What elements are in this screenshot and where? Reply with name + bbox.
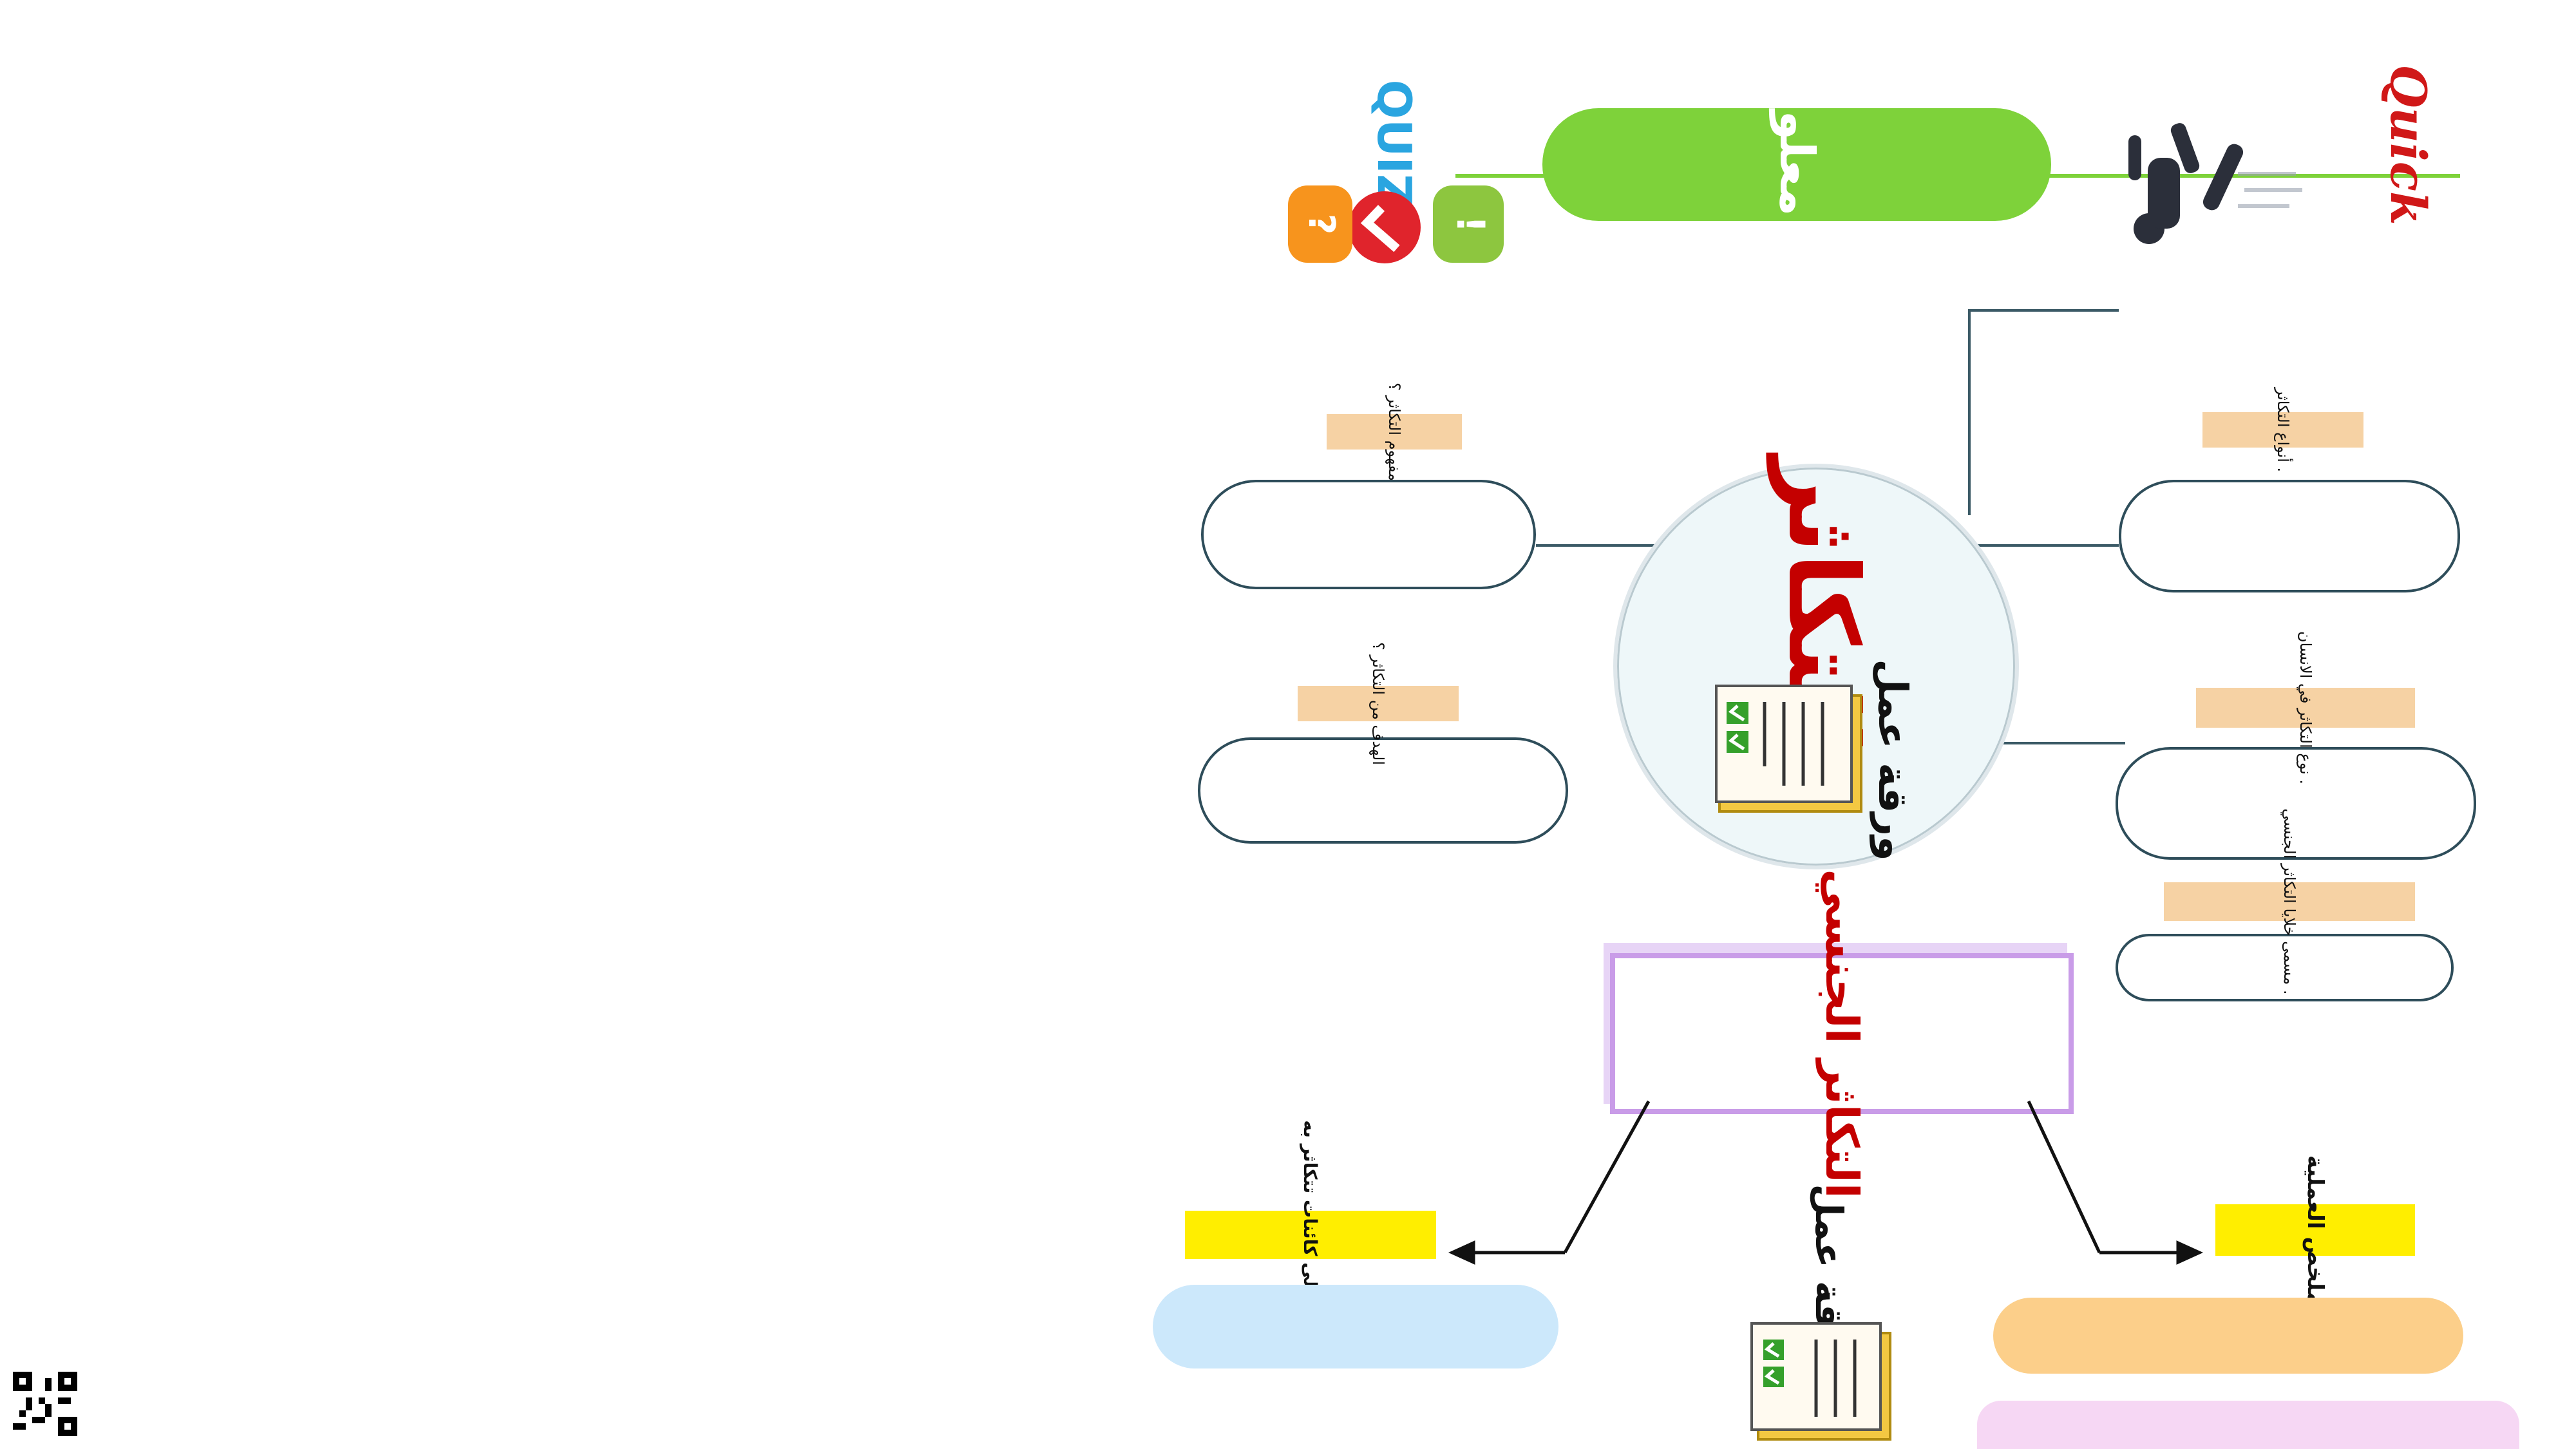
examples-answer-bar[interactable] <box>1153 1285 1558 1368</box>
running-man-icon <box>2128 123 2302 244</box>
svg-text:!: ! <box>1448 215 1493 232</box>
worksheet-icon <box>1750 1322 1891 1441</box>
examples-label: امثلة على كائنات تتكاثر به <box>1185 1120 1436 1350</box>
summary-answer-bar-pink[interactable] <box>1977 1401 2519 1449</box>
process-summary-label: ملخص العملية <box>2215 1155 2415 1305</box>
summary-answer-bar-orange[interactable] <box>1993 1298 2463 1374</box>
chat-bubbles-icon: ! ? <box>1288 185 1504 263</box>
worksheet-icon <box>1715 685 1862 813</box>
worksheet-label: ورقة عمل <box>1807 1184 1851 1373</box>
qr-code-icon <box>13 1372 77 1436</box>
svg-text:?: ? <box>1300 214 1342 234</box>
